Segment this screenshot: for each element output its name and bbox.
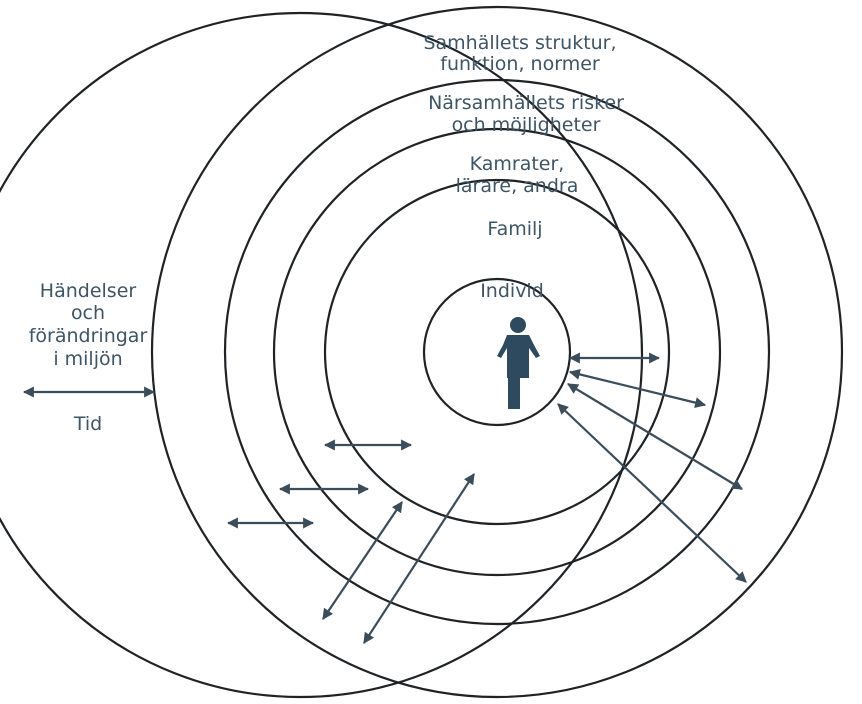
events-label-line3: förändringar <box>29 325 148 347</box>
arrow-right-4 <box>557 403 747 583</box>
society-label-line2: funktion, normer <box>440 53 600 75</box>
events-label-line1: Händelser <box>40 280 137 302</box>
peers-circle <box>272 127 722 577</box>
society-circle <box>150 5 844 699</box>
family-circle <box>323 178 671 526</box>
society-label-line1: Samhällets struktur, <box>423 32 616 54</box>
community-circle <box>223 78 771 626</box>
events-label-line4: i miljön <box>53 348 122 370</box>
community-label-line2: och möjligheter <box>452 114 601 136</box>
individual-label: Individ <box>480 280 544 302</box>
arrow-diagonal-2 <box>363 473 475 644</box>
time-label: Tid <box>73 413 102 435</box>
community-label-line1: Närsamhällets risker <box>428 92 624 114</box>
family-label: Familj <box>487 218 542 240</box>
arrow-right-2 <box>568 369 707 408</box>
person-icon <box>497 317 540 409</box>
events-label-line2: och <box>71 302 105 324</box>
peers-label-line2: lärare, andra <box>456 175 579 197</box>
individual-circle <box>422 277 572 427</box>
peers-label-line1: Kamrater, <box>470 153 565 175</box>
